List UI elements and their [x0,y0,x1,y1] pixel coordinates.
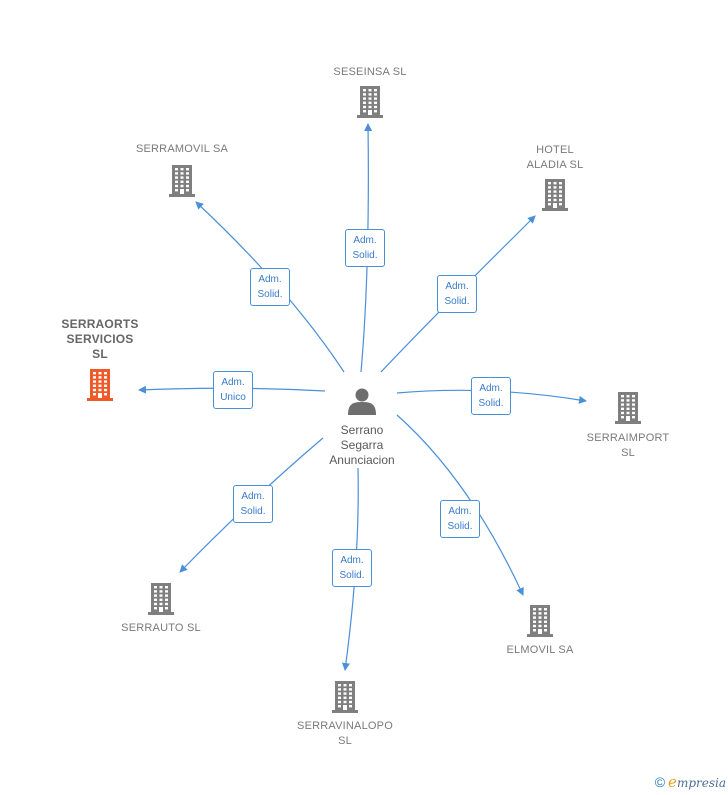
relation-label[interactable]: Adm. Solid. [332,549,372,587]
building-icon[interactable] [87,369,113,401]
person-icon[interactable] [348,388,376,416]
relation-label[interactable]: Adm. Solid. [440,500,480,538]
building-icon[interactable] [169,165,195,197]
person-name[interactable]: Serrano Segarra Anunciacion [329,423,395,467]
building-icon[interactable] [615,392,641,424]
relation-label[interactable]: Adm. Unico [213,371,253,409]
company-name[interactable]: SERRAVINALOPO SL [297,720,393,747]
company-name[interactable]: SERRAIMPORT SL [586,432,670,459]
building-icon[interactable] [542,179,568,211]
relation-label[interactable]: Adm. Solid. [471,377,511,415]
company-name[interactable]: SERRAMOVIL SA [135,143,229,155]
company-name[interactable]: HOTEL ALADIA SL [526,144,584,171]
footer-brand[interactable]: © empresia [655,773,726,791]
building-icon[interactable] [357,86,383,118]
copyright-symbol: © [654,774,666,790]
relation-label[interactable]: Adm. Solid. [233,485,273,523]
company-name[interactable]: ELMOVIL SA [506,644,574,656]
company-name[interactable]: SESEINSA SL [333,66,407,78]
relation-label[interactable]: Adm. Solid. [437,275,477,313]
relation-edge [396,414,524,596]
brand-logo: empresia [668,773,726,791]
relation-label[interactable]: Adm. Solid. [250,268,290,306]
building-icon[interactable] [148,583,174,615]
building-icon[interactable] [332,681,358,713]
company-name[interactable]: SERRAUTO SL [121,622,201,634]
building-icon[interactable] [527,605,553,637]
relation-label[interactable]: Adm. Solid. [345,229,385,267]
company-name[interactable]: SERRAORTS SERVICIOS SL [61,317,139,361]
